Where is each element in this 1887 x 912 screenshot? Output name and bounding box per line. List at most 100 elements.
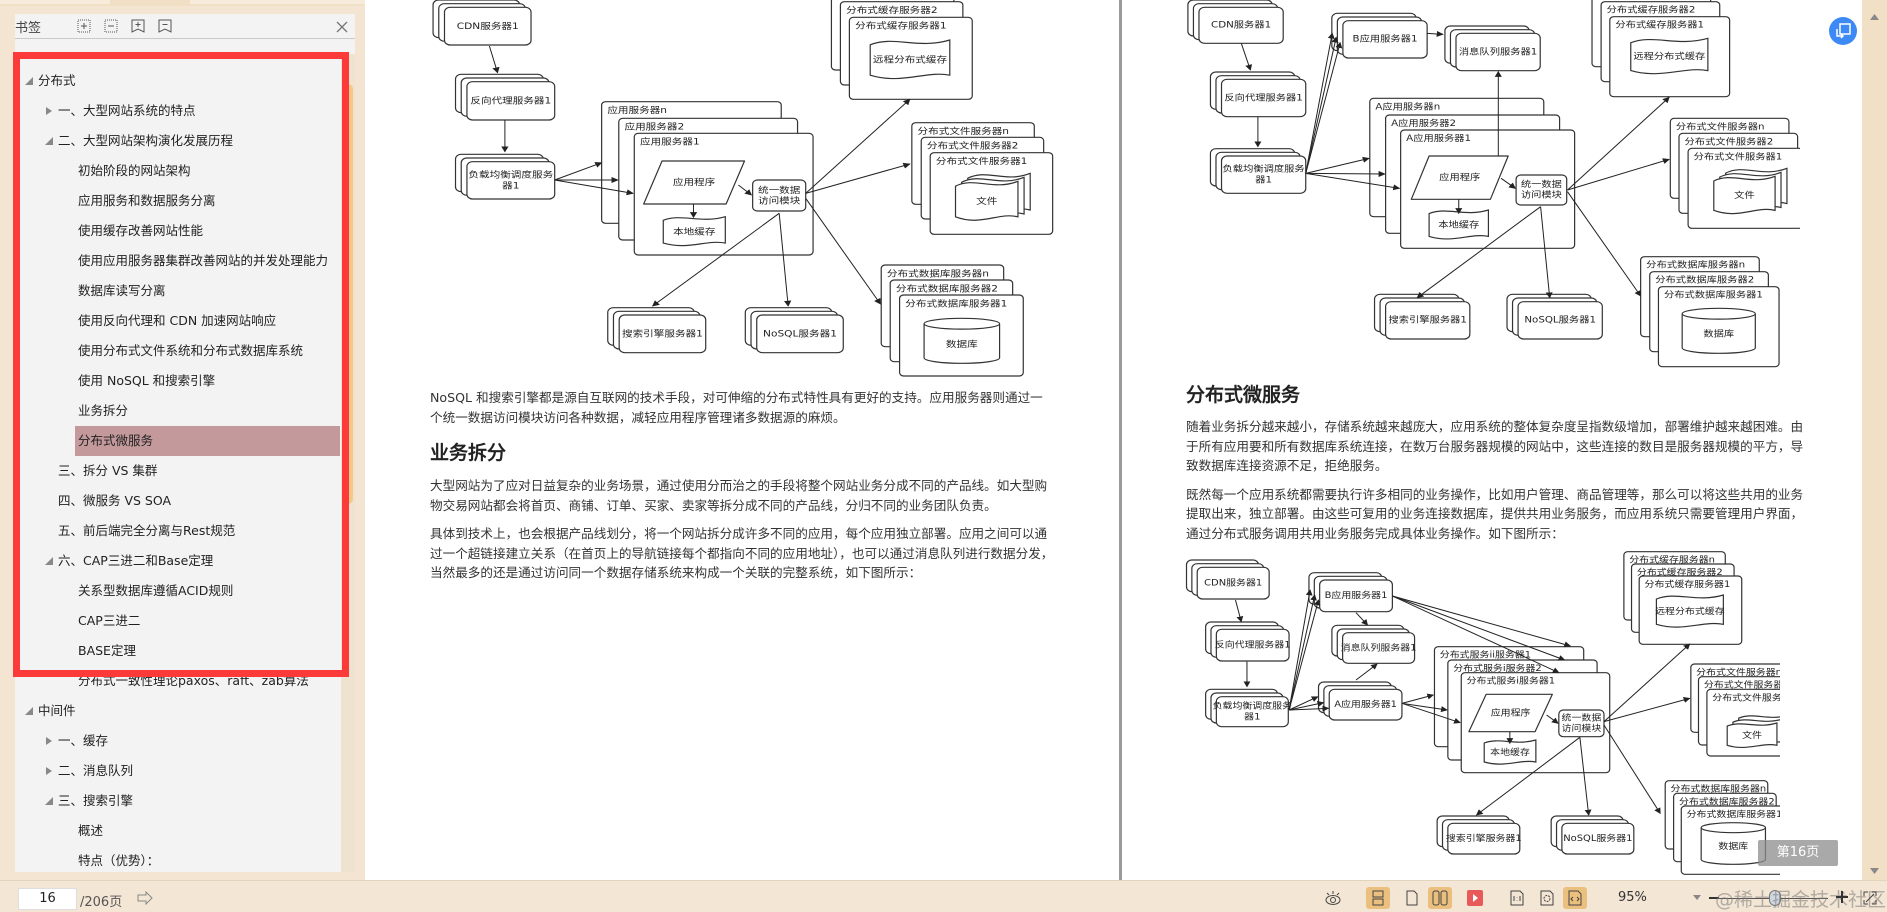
bookmark-item[interactable]: 四、微服务 VS SOA bbox=[15, 486, 341, 516]
add-bookmark-icon[interactable] bbox=[124, 16, 151, 36]
page-number-input[interactable]: 16 bbox=[18, 888, 77, 910]
arrow-connector bbox=[1356, 613, 1369, 626]
diagram-label: 分布式缓存服务器2 bbox=[846, 4, 937, 16]
collapse-arrow-icon[interactable] bbox=[45, 797, 53, 805]
diagram-label: 分布式文件服务器2 bbox=[927, 140, 1018, 152]
bookmark-item[interactable]: 使用缓存改善网站性能 bbox=[15, 216, 341, 246]
collapse-arrow-icon[interactable] bbox=[45, 557, 53, 565]
zoom-out-icon[interactable] bbox=[1709, 897, 1719, 899]
bookmark-item[interactable]: 业务拆分 bbox=[15, 396, 341, 426]
bookmark-item[interactable]: BASE定理 bbox=[15, 636, 341, 666]
node-db: 数据库 bbox=[1701, 823, 1765, 865]
convert-document-button[interactable] bbox=[1829, 17, 1857, 45]
collapse-arrow-icon[interactable] bbox=[45, 137, 53, 145]
bookmark-item[interactable]: 中间件 bbox=[15, 696, 341, 726]
collapse-arrow-icon[interactable] bbox=[25, 77, 33, 85]
actual-size-icon[interactable] bbox=[1505, 887, 1529, 909]
server-box bbox=[619, 315, 706, 353]
zoom-level[interactable]: 95% bbox=[1618, 890, 1647, 905]
diagram-architecture: CDN服务器1反向代理服务器1负载均衡调度服务器1应用服务器n应用服务器2应用服… bbox=[420, 0, 1060, 380]
bookmark-item[interactable]: 三、搜索引擎 bbox=[15, 786, 341, 816]
node-uda: 统一数据访问模块 bbox=[1516, 175, 1567, 205]
arrow-connector bbox=[1568, 158, 1670, 190]
arrow-connector bbox=[806, 162, 911, 193]
zoom-dropdown-icon[interactable] bbox=[1693, 895, 1701, 900]
database-cylinder bbox=[1682, 308, 1755, 353]
continuous-page-icon[interactable] bbox=[1366, 887, 1390, 909]
diagram-label: 分布式数据库服务器n bbox=[887, 267, 989, 279]
expand-arrow-icon[interactable] bbox=[45, 767, 53, 775]
bookmark-item[interactable]: 二、消息队列 bbox=[15, 756, 341, 786]
remove-bookmark-icon[interactable] bbox=[151, 16, 178, 36]
document-shape bbox=[1727, 723, 1777, 747]
bookmark-item[interactable]: 使用应用服务器集群改善网站的并发处理能力 bbox=[15, 246, 341, 276]
bookmark-item[interactable]: CAP三进二 bbox=[15, 606, 341, 636]
diagram-label: 搜索引擎服务器1 bbox=[622, 328, 703, 340]
server-box bbox=[1562, 823, 1634, 854]
zoom-in-icon[interactable] bbox=[1836, 891, 1848, 903]
node-prog: 应用程序 bbox=[1411, 156, 1508, 199]
bookmark-item[interactable]: 使用反向代理和 CDN 加速网站响应 bbox=[15, 306, 341, 336]
diagram-label: 分布式数据库服务器2 bbox=[896, 282, 998, 294]
scroll-up-icon[interactable] bbox=[1870, 14, 1879, 20]
bookmark-item[interactable]: 一、缓存 bbox=[15, 726, 341, 756]
bookmark-tree: 分布式一、大型网站系统的特点二、大型网站架构演化发展历程初始阶段的网站架构应用服… bbox=[15, 54, 341, 872]
bookmark-item[interactable]: 分布式微服务 bbox=[75, 426, 340, 456]
arrow-connector bbox=[1547, 715, 1559, 724]
bookmark-item[interactable]: 关系型数据库遵循ACID规则 bbox=[15, 576, 341, 606]
diagram-label: 本地缓存 bbox=[1438, 219, 1480, 230]
expand-all-icon[interactable] bbox=[70, 16, 97, 36]
bookmark-item[interactable]: 二、大型网站架构演化发展历程 bbox=[15, 126, 341, 156]
bookmark-scrollbar[interactable] bbox=[341, 54, 355, 872]
bookmark-item[interactable]: 分布式 bbox=[15, 66, 341, 96]
fit-page-icon[interactable] bbox=[1535, 887, 1559, 909]
diagram-label: 文件 bbox=[1742, 730, 1762, 741]
expand-arrow-icon[interactable] bbox=[45, 107, 53, 115]
double-page-icon[interactable] bbox=[1428, 887, 1452, 909]
scrollbar-thumb[interactable] bbox=[343, 84, 353, 504]
bookmark-label: 初始阶段的网站架构 bbox=[78, 163, 191, 178]
bookmark-item[interactable]: 三、拆分 VS 集群 bbox=[15, 456, 341, 486]
collapse-arrow-icon[interactable] bbox=[25, 707, 33, 715]
expand-arrow-icon[interactable] bbox=[45, 737, 53, 745]
fullscreen-icon[interactable] bbox=[1858, 887, 1882, 909]
collapse-all-icon[interactable] bbox=[97, 16, 124, 36]
close-icon[interactable] bbox=[335, 19, 349, 33]
bookmark-item[interactable]: 数据库读写分离 bbox=[15, 276, 341, 306]
diagram-label: CDN服务器1 bbox=[457, 20, 519, 32]
bookmark-item[interactable]: 概述 bbox=[15, 816, 341, 846]
page-total: /206页 bbox=[80, 895, 123, 910]
bookmark-item[interactable]: 特点（优势）： bbox=[15, 846, 341, 872]
diagram-label: 远程分布式缓存 bbox=[873, 54, 948, 66]
document-scrollbar[interactable] bbox=[1862, 6, 1887, 880]
bookmark-item[interactable]: 使用 NoSQL 和搜索引擎 bbox=[15, 366, 341, 396]
bookmark-item[interactable]: 一、大型网站系统的特点 bbox=[15, 96, 341, 126]
bookmark-item[interactable]: 应用服务和数据服务分离 bbox=[15, 186, 341, 216]
server-box bbox=[1320, 580, 1393, 612]
diagram-label: A应用服务器n bbox=[1375, 101, 1440, 112]
bookmark-item[interactable]: 分布式一致性理论paxos、raft、zab算法 bbox=[15, 666, 341, 696]
arrow-connector bbox=[1356, 663, 1378, 680]
next-page-icon[interactable] bbox=[133, 887, 157, 909]
arrow-connector bbox=[738, 185, 753, 196]
diagram-label: 分布式缓存服务器1 bbox=[1615, 19, 1704, 30]
bookmark-item[interactable]: 初始阶段的网站架构 bbox=[15, 156, 341, 186]
fit-width-icon[interactable] bbox=[1563, 887, 1587, 909]
zoom-slider-thumb[interactable] bbox=[1769, 890, 1781, 906]
node-file: 文件 bbox=[1727, 715, 1780, 747]
eye-icon[interactable] bbox=[1321, 887, 1345, 909]
bookmark-label: 四、微服务 VS SOA bbox=[58, 493, 172, 508]
document-shape bbox=[1714, 176, 1775, 213]
bookmark-item[interactable]: 六、CAP三进二和Base定理 bbox=[15, 546, 341, 576]
play-icon[interactable] bbox=[1463, 887, 1487, 909]
bookmark-item[interactable]: 使用分布式文件系统和分布式数据库系统 bbox=[15, 336, 341, 366]
arrow-connector bbox=[1604, 725, 1661, 814]
node-proxy: 反向代理服务器1 bbox=[1210, 72, 1305, 117]
bookmark-item[interactable]: 五、前后端完全分离与Rest规范 bbox=[15, 516, 341, 546]
single-page-icon[interactable] bbox=[1400, 887, 1424, 909]
server-box bbox=[1222, 156, 1306, 193]
arrow-connector bbox=[1306, 173, 1401, 191]
scroll-down-icon[interactable] bbox=[1870, 868, 1879, 874]
server-box bbox=[1518, 302, 1602, 339]
diagram-label: 搜索引擎服务器1 bbox=[1389, 314, 1467, 325]
